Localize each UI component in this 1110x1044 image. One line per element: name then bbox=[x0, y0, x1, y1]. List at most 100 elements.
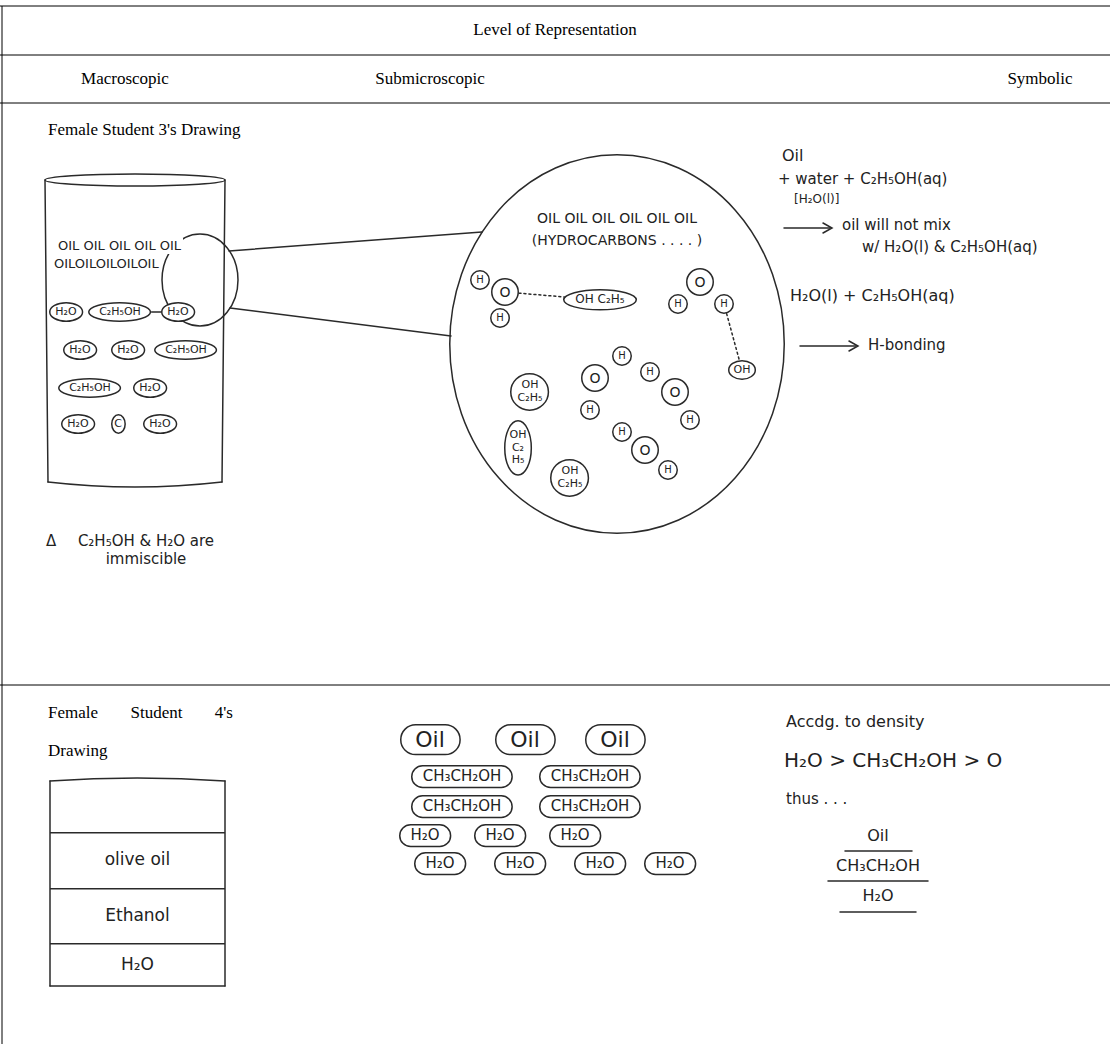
outline-shape bbox=[495, 725, 554, 755]
molecule-oval: H₂O bbox=[161, 302, 195, 322]
hydrogen-atom-circle: H bbox=[580, 400, 600, 420]
ethanol-oval: OH C₂H₅ bbox=[550, 459, 589, 497]
node-text: CH₃CH₂OH bbox=[423, 768, 502, 785]
layer-name: CH₃CH₂OH bbox=[836, 856, 920, 875]
outline-shape bbox=[582, 365, 609, 392]
node-text: H₂O bbox=[117, 344, 138, 357]
node-text: H₂O bbox=[67, 418, 88, 431]
molecule-oval: H₂O bbox=[111, 340, 145, 360]
beaker-wall bbox=[224, 781, 226, 986]
row-header: Female Student 4's Drawing bbox=[48, 694, 233, 770]
node-text: OH C₂ H₅ bbox=[510, 429, 527, 467]
outline-shape bbox=[715, 295, 734, 314]
beaker-bottom bbox=[50, 985, 225, 987]
outline-shape bbox=[540, 796, 640, 818]
arrow-head bbox=[823, 223, 832, 233]
magnified-view-circle: OIL OIL OIL OIL OIL OIL (HYDROCARBONS . .… bbox=[449, 154, 785, 534]
molecule-blob: H₂O bbox=[474, 824, 526, 847]
node-text: H₂O bbox=[149, 418, 170, 431]
molecule-blob: CH₃CH₂OH bbox=[411, 765, 513, 788]
node-text: H bbox=[664, 464, 672, 476]
molecule-blob: Oil bbox=[495, 724, 556, 755]
outline-shape bbox=[551, 460, 589, 496]
node-text: H bbox=[476, 274, 484, 286]
table-rule bbox=[0, 103, 1110, 104]
node-text: H₂O bbox=[485, 827, 514, 844]
hydrogen-atom-circle: H bbox=[490, 308, 510, 328]
node-text: CH₃CH₂OH bbox=[551, 768, 630, 785]
hydrogen-atom-circle: H bbox=[668, 294, 688, 314]
molecule-blob: H₂O bbox=[549, 824, 601, 847]
molecule-blob: H₂O bbox=[494, 852, 546, 875]
outline-shape bbox=[495, 853, 546, 875]
node-text: OH C₂H₅ bbox=[575, 293, 624, 307]
outline-shape bbox=[50, 832, 225, 834]
node-text: C bbox=[114, 418, 122, 431]
oil-layer-text: OILOILOILOILOIL bbox=[52, 256, 161, 272]
liquid-layer-band: olive oil bbox=[50, 832, 225, 888]
outline-shape bbox=[134, 379, 167, 397]
molecule-blob: H₂O bbox=[399, 824, 451, 847]
molecule-blob: Oil bbox=[585, 724, 646, 755]
node-text: (HYDROCARBONS . . . . ) bbox=[449, 232, 785, 248]
molecule-oval: C₂H₅OH bbox=[154, 340, 217, 360]
outline-shape bbox=[659, 461, 678, 480]
symbolic-text: H₂O(l) + C₂H₅OH(aq) bbox=[790, 286, 955, 305]
symbolic-text: H-bonding bbox=[868, 336, 946, 354]
node-text: CH₃CH₂OH bbox=[551, 798, 630, 815]
hydrogen-atom-circle: H bbox=[612, 346, 632, 366]
node-text: C₂H₅OH bbox=[69, 382, 111, 395]
beaker-bottom bbox=[48, 482, 222, 487]
outline-shape bbox=[581, 401, 600, 420]
outline-shape bbox=[89, 303, 151, 321]
node-text: C₂H₅OH bbox=[99, 306, 141, 319]
layer-underline bbox=[840, 911, 916, 913]
table-rule bbox=[0, 685, 1110, 686]
outline-shape bbox=[492, 279, 519, 306]
outline-shape bbox=[144, 415, 177, 433]
node-text: C₂H₅OH bbox=[165, 344, 207, 357]
node-text: OH bbox=[734, 364, 751, 377]
hydrogen-bond-line bbox=[727, 314, 740, 361]
ethanol-oval: OH C₂H₅ bbox=[563, 289, 637, 311]
molecule-blob: H₂O bbox=[574, 852, 626, 875]
magnifier-line bbox=[229, 232, 482, 251]
outline-shape bbox=[412, 796, 512, 818]
node-text: H₂O bbox=[121, 955, 154, 975]
node-text: OH C₂H₅ bbox=[518, 379, 543, 404]
hydrogen-atom-circle: H bbox=[612, 422, 632, 442]
outline-shape bbox=[412, 766, 512, 788]
outline-shape bbox=[585, 725, 644, 755]
node-text: H₂O bbox=[410, 827, 439, 844]
outline-shape bbox=[550, 825, 601, 847]
beaker-rim bbox=[45, 174, 225, 186]
oxygen-atom-circle: O bbox=[581, 364, 609, 392]
ethanol-oval: OH C₂ H₅ bbox=[504, 420, 532, 476]
outline-shape bbox=[59, 379, 121, 397]
node-text: H₂O bbox=[425, 855, 454, 872]
beaker-wall bbox=[45, 180, 48, 482]
molecule-oval: H₂O bbox=[61, 414, 95, 434]
node-text: O bbox=[694, 274, 705, 290]
beaker-rim bbox=[50, 778, 225, 781]
molecule-blob: H₂O bbox=[644, 852, 696, 875]
oxygen-atom-circle: O bbox=[661, 378, 689, 406]
outline-shape bbox=[162, 303, 195, 321]
node-text: Oil bbox=[600, 727, 630, 752]
node-text: O bbox=[669, 384, 680, 400]
node-text: Ethanol bbox=[105, 906, 170, 926]
symbolic-text: + water + C₂H₅OH(aq) bbox=[778, 170, 947, 188]
molecule-oval: C₂H₅OH bbox=[58, 378, 121, 398]
outline-shape bbox=[112, 341, 145, 359]
molecule-blob: CH₃CH₂OH bbox=[411, 795, 513, 818]
column-header: Macroscopic bbox=[81, 69, 169, 89]
symbolic-text: H₂O > CH₃CH₂OH > O bbox=[784, 748, 1002, 772]
node-text: OIL OIL OIL OIL OIL OIL bbox=[449, 210, 785, 226]
reaction-arrow bbox=[784, 227, 830, 229]
beaker-wall bbox=[49, 781, 51, 986]
node-text: H₂O bbox=[167, 306, 188, 319]
outline-shape bbox=[400, 725, 459, 755]
outline-shape bbox=[64, 341, 97, 359]
